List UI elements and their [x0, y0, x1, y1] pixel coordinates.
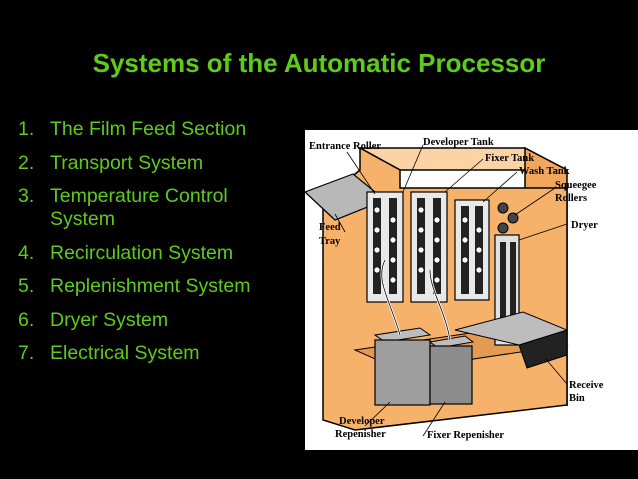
list-item: 6. Dryer System	[18, 309, 280, 332]
list-text: Transport System	[50, 151, 204, 174]
label-fixer-tank: Fixer Tank	[485, 153, 534, 164]
label-fixer-repenisher: Fixer Repenisher	[427, 430, 504, 441]
list-text: The Film Feed Section	[50, 118, 247, 140]
systems-list: 1. The Film Feed Section 2. Transport Syst…	[18, 118, 280, 376]
list-text: Electrical System	[50, 342, 200, 364]
list-text: Replenishment System	[50, 275, 251, 297]
list-item: 3. Temperature Control System	[18, 185, 280, 231]
label-squeegee: Squeegee	[555, 180, 597, 191]
processor-diagram: Entrance Roller Developer Tank Fixer Tan…	[305, 130, 638, 450]
list-number: 1.	[18, 118, 35, 140]
list-number: 2.	[18, 151, 35, 174]
label-wash-tank: Wash Tank	[519, 166, 570, 177]
fixer-replenisher-tank	[429, 345, 473, 405]
list-number: 3.	[18, 185, 35, 207]
wash-tank	[454, 199, 490, 301]
list-number: 7.	[18, 342, 35, 364]
label-developer-repenisher: Repenisher	[335, 429, 386, 440]
leader-lines	[334, 144, 568, 437]
list-number: 5.	[18, 275, 35, 297]
label-bin: Bin	[569, 393, 585, 404]
rollers	[373, 206, 483, 284]
developer-tank	[366, 191, 404, 303]
label-receive: Receive	[569, 380, 604, 391]
label-developer: Developer	[339, 416, 385, 427]
list-text: Dryer System	[50, 308, 169, 331]
fixer-tank	[410, 191, 448, 303]
list-text: Temperature Control System	[50, 185, 228, 230]
list-item: 7. Electrical System	[18, 342, 280, 365]
list-item: 5. Replenishment System	[18, 275, 280, 298]
list-text: Recirculation System	[50, 241, 234, 264]
label-feed: Feed	[319, 222, 341, 233]
label-squeegee-rollers: Rollers	[555, 193, 587, 204]
list-item: 1. The Film Feed Section	[18, 118, 280, 141]
squeegee-rollers	[497, 202, 519, 234]
label-developer-tank: Developer Tank	[423, 137, 494, 148]
label-dryer: Dryer	[571, 220, 598, 231]
developer-replenisher-tank	[374, 339, 431, 406]
list-item: 2. Transport System	[18, 152, 280, 175]
list-item: 4. Recirculation System	[18, 242, 280, 265]
list-number: 4.	[18, 241, 35, 264]
processor-illustration: Entrance Roller Developer Tank Fixer Tan…	[305, 137, 604, 441]
list-number: 6.	[18, 308, 35, 331]
label-tray: Tray	[319, 236, 341, 247]
slide-title: Systems of the Automatic Processor	[92, 48, 546, 78]
dryer-rollers	[500, 242, 516, 340]
label-entrance-roller: Entrance Roller	[309, 141, 381, 152]
receive-bin-top	[454, 311, 569, 346]
